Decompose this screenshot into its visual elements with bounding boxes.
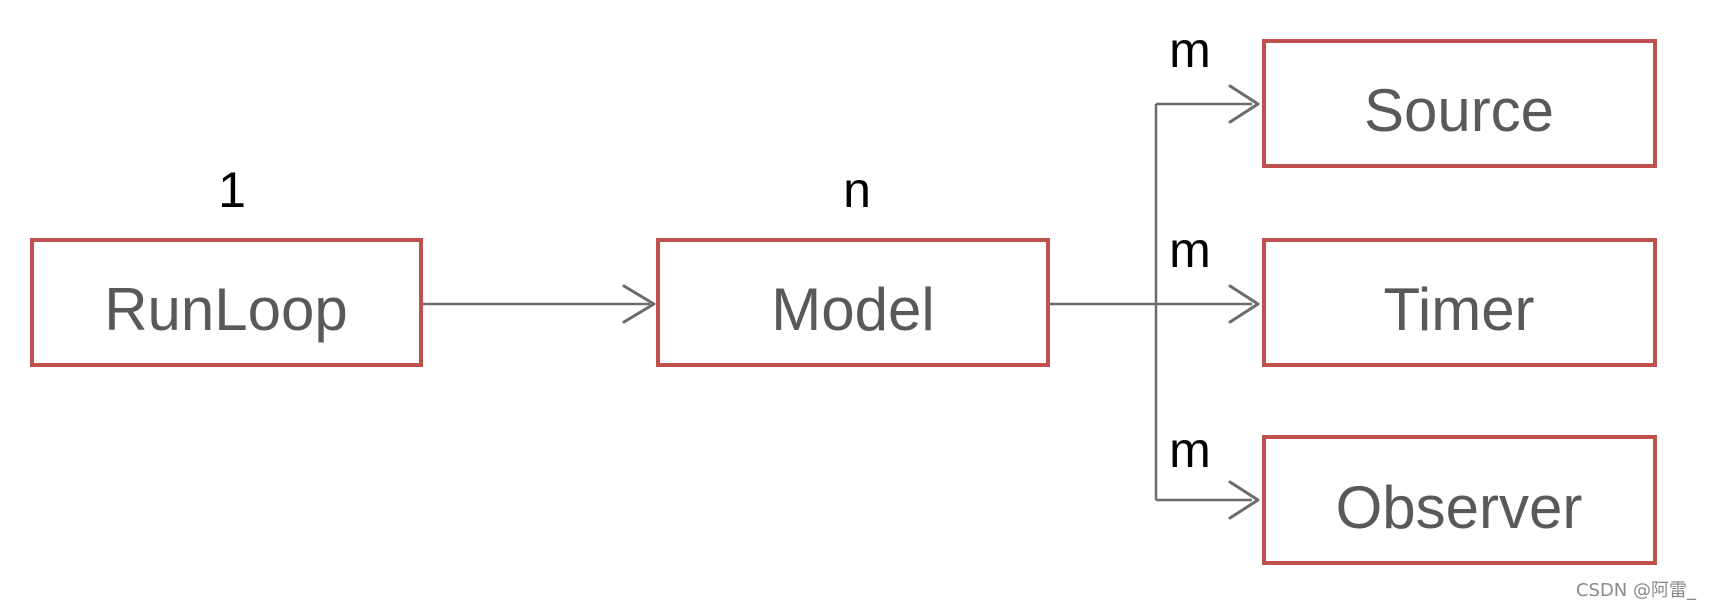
observer-label: Observer bbox=[1336, 474, 1583, 541]
model-box: Model bbox=[656, 238, 1050, 367]
timer-label: Timer bbox=[1383, 276, 1534, 343]
edge-runloop-to-model bbox=[423, 284, 656, 324]
observer-box: Observer bbox=[1262, 435, 1657, 565]
timer-multiplicity: m bbox=[1169, 222, 1211, 278]
runloop-multiplicity: 1 bbox=[218, 162, 246, 218]
observer-multiplicity: m bbox=[1169, 422, 1211, 478]
arrowhead-timer bbox=[1228, 284, 1260, 324]
watermark-text: CSDN @阿雷_ bbox=[1575, 580, 1696, 601]
edge-model-to-children bbox=[1050, 84, 1260, 520]
arrowhead-source bbox=[1228, 84, 1260, 124]
runloop-label: RunLoop bbox=[104, 276, 348, 343]
arrowhead bbox=[622, 284, 656, 324]
source-label: Source bbox=[1364, 77, 1554, 144]
source-box: Source bbox=[1262, 39, 1657, 168]
arrowhead-observer bbox=[1228, 480, 1260, 520]
source-multiplicity: m bbox=[1169, 22, 1211, 78]
runloop-box: RunLoop bbox=[30, 238, 423, 367]
model-label: Model bbox=[771, 276, 934, 343]
model-multiplicity: n bbox=[843, 162, 871, 218]
timer-box: Timer bbox=[1262, 238, 1657, 367]
